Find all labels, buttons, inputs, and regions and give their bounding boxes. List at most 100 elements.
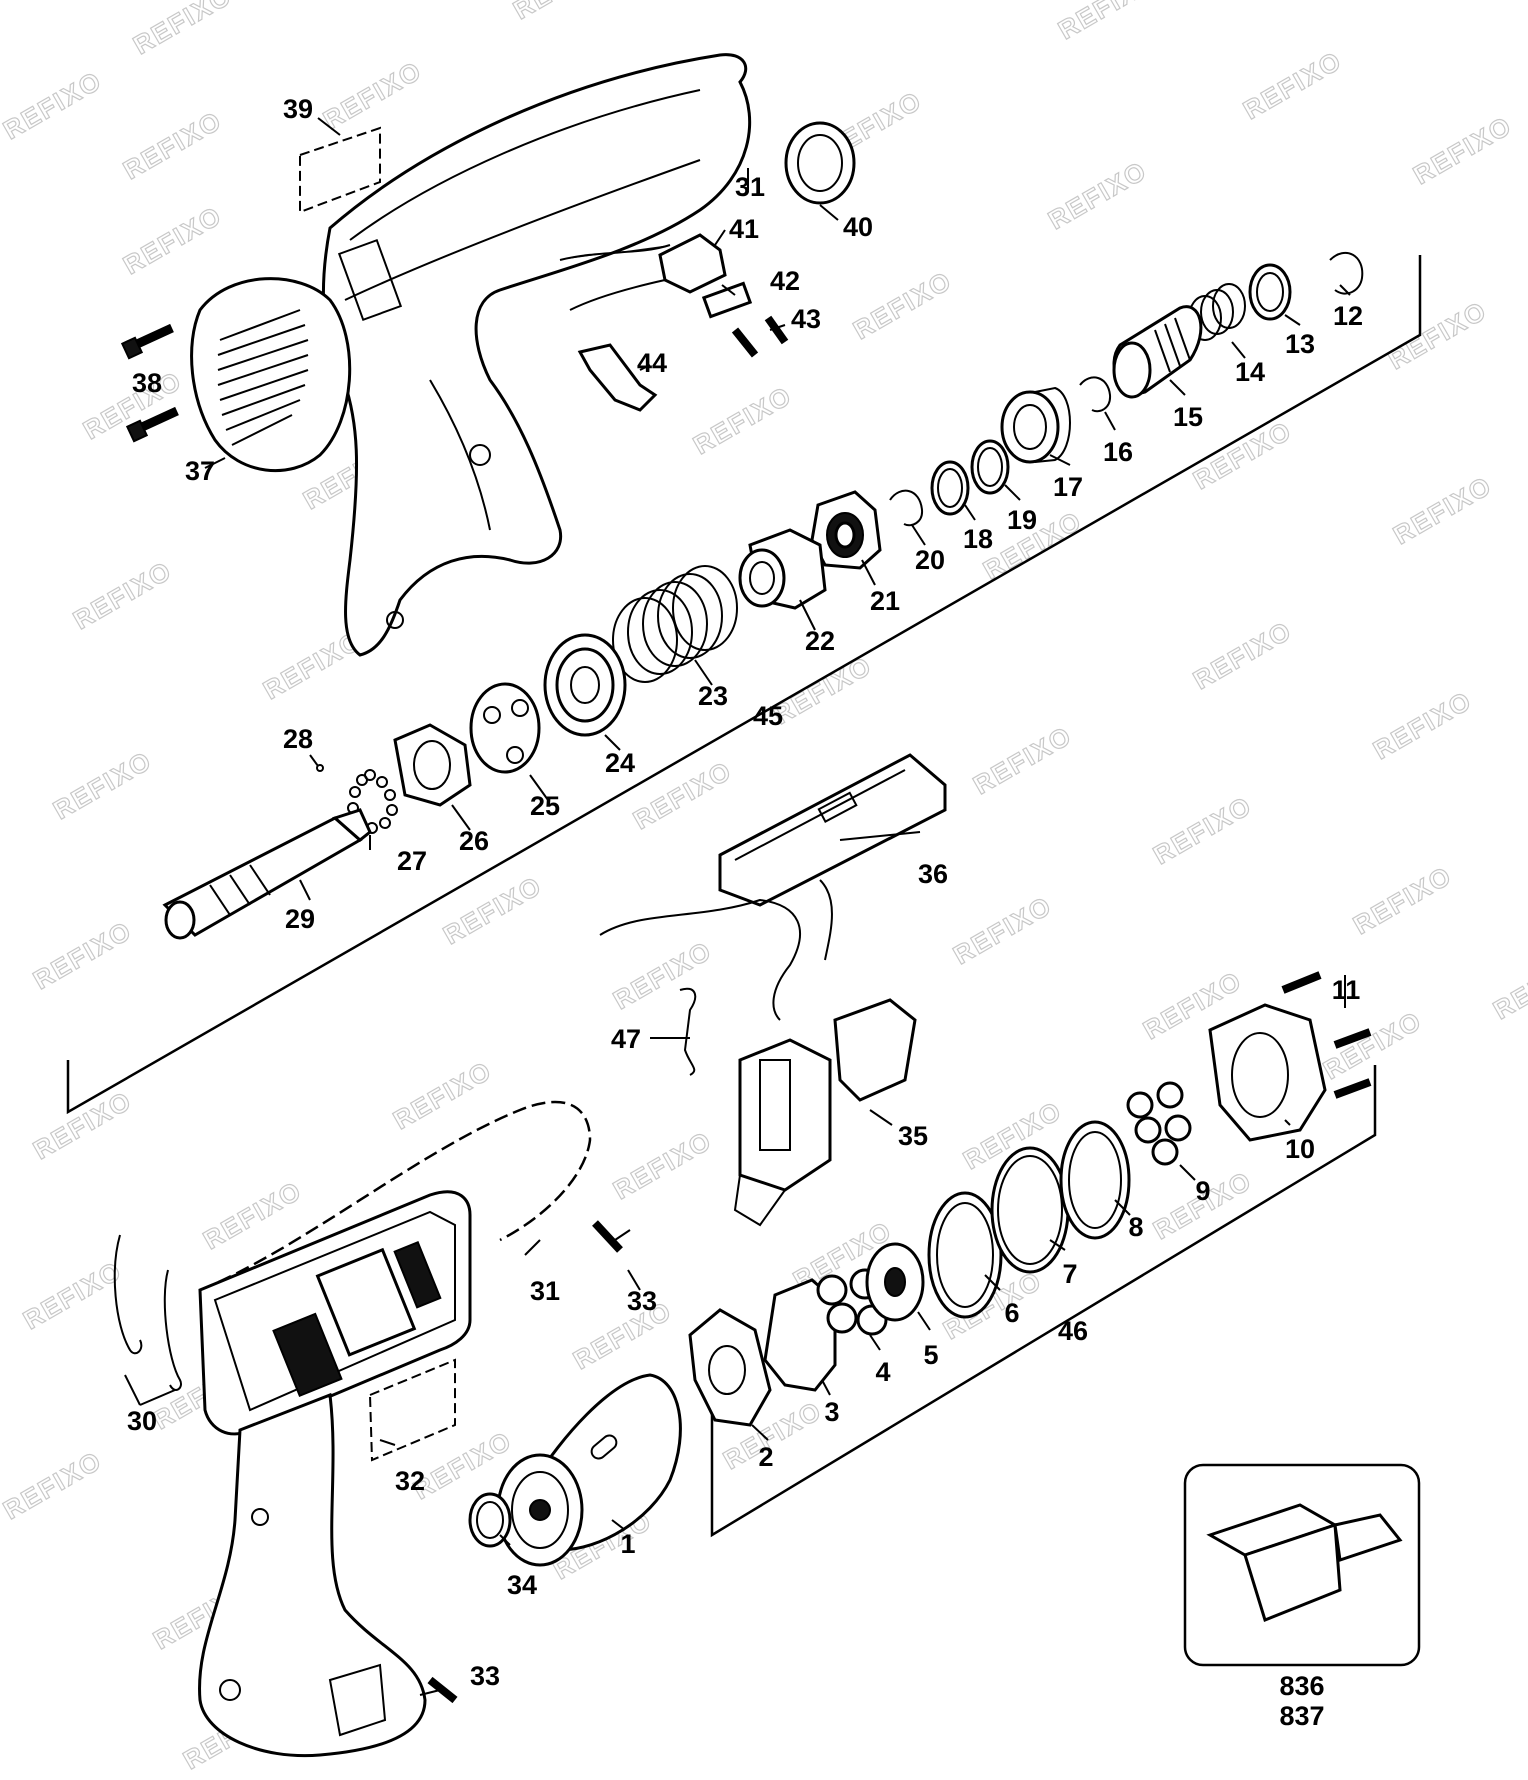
watermark-text: REFIXO xyxy=(948,890,1057,970)
part-label-33: 33 xyxy=(627,1286,657,1316)
watermark-text: REFIXO xyxy=(608,1125,717,1205)
watermark-text: REFIXO xyxy=(1188,415,1297,495)
ring-19 xyxy=(970,439,1010,495)
part-label-15: 15 xyxy=(1173,402,1203,432)
watermark-text: REFIXO xyxy=(628,755,737,835)
ring-40 xyxy=(784,121,856,205)
part-label-38: 38 xyxy=(132,368,162,398)
label-sheet-39 xyxy=(299,126,381,214)
watermark-text: REFIXO xyxy=(1348,860,1457,940)
ring-18 xyxy=(930,460,970,516)
watermark-text: REFIXO xyxy=(18,1255,127,1335)
part-22 xyxy=(738,528,827,610)
part-17 xyxy=(1000,386,1071,464)
clips-30 xyxy=(113,1234,182,1391)
ball-28 xyxy=(316,764,324,772)
part-label-33-b: 33 xyxy=(470,1661,500,1691)
gear-housing-10 xyxy=(1208,1003,1327,1142)
part-label-7: 7 xyxy=(1062,1259,1077,1289)
part-label-17: 17 xyxy=(1053,472,1083,502)
part-36 xyxy=(718,753,947,907)
part-label-43: 43 xyxy=(791,304,821,334)
part-label-31-b: 31 xyxy=(530,1276,560,1306)
part-label-25: 25 xyxy=(530,791,560,821)
part-16 xyxy=(1079,376,1112,413)
watermark-text: REFIXO xyxy=(1368,685,1477,765)
part-label-45: 45 xyxy=(753,701,783,731)
motor-1 xyxy=(496,1373,682,1567)
watermark-text: REFIXO xyxy=(438,870,547,950)
part-label-26: 26 xyxy=(459,826,489,856)
oring-34 xyxy=(468,1492,512,1548)
watermark-text: REFIXO xyxy=(118,200,227,280)
part-label-24: 24 xyxy=(605,748,635,778)
part-26 xyxy=(393,723,472,807)
part-20 xyxy=(889,489,924,527)
part-label-13: 13 xyxy=(1285,329,1315,359)
ring-gear-6 xyxy=(927,1191,1003,1319)
part-label-31: 31 xyxy=(735,172,765,202)
watermark-text: REFIXO xyxy=(1043,155,1152,235)
part-label-12: 12 xyxy=(1333,301,1363,331)
watermark-text: REFIXO xyxy=(768,650,877,730)
watermark-text: REFIXO xyxy=(0,65,107,145)
part-label-30: 30 xyxy=(127,1406,157,1436)
watermark-text: REFIXO xyxy=(48,745,157,825)
part-label-39: 39 xyxy=(283,94,313,124)
screw-33-a xyxy=(592,1220,623,1253)
part-13 xyxy=(1248,263,1292,321)
model-number-837: 837 xyxy=(1279,1701,1324,1731)
watermark-text: REFIXO xyxy=(1238,45,1347,125)
part-label-23: 23 xyxy=(698,681,728,711)
ring-7 xyxy=(990,1146,1070,1274)
watermark-text: REFIXO xyxy=(568,1295,677,1375)
part-label-5: 5 xyxy=(923,1340,938,1370)
watermark-text: REFIXO xyxy=(1318,1005,1427,1085)
part-label-40: 40 xyxy=(843,212,873,242)
part-label-10: 10 xyxy=(1285,1134,1315,1164)
part-5 xyxy=(865,1242,925,1322)
part-labels: 1234567891011121314151617181920212223242… xyxy=(127,94,1363,1691)
clip-47 xyxy=(679,987,697,1076)
watermark-text: REFIXO xyxy=(688,380,797,460)
part-12 xyxy=(1329,251,1364,295)
part-label-42: 42 xyxy=(770,266,800,296)
watermark-text: REFIXO xyxy=(318,55,427,135)
screws-43 xyxy=(731,315,789,358)
watermark-text: REFIXO xyxy=(0,1445,107,1525)
screws-11 xyxy=(1281,971,1372,1099)
watermark-text: REFIXO xyxy=(1383,295,1492,375)
watermark-text: REFIXO xyxy=(28,1085,137,1165)
part-label-44: 44 xyxy=(637,348,667,378)
screws-38 xyxy=(120,323,179,443)
part-2 xyxy=(688,1308,772,1427)
housing-half-bottom xyxy=(198,1100,592,1758)
part-label-2: 2 xyxy=(758,1442,773,1472)
watermark-text: REFIXO xyxy=(118,105,227,185)
end-cap-37 xyxy=(190,277,352,473)
sleeve-15 xyxy=(1112,305,1203,399)
label-32 xyxy=(368,1358,456,1462)
wire-harness xyxy=(599,879,833,1021)
part-25 xyxy=(469,682,541,774)
screw-33-b xyxy=(427,1676,458,1704)
bracket-46 xyxy=(710,1065,1377,1538)
housing-half-top xyxy=(321,53,752,657)
part-label-35: 35 xyxy=(898,1121,928,1151)
part-label-46: 46 xyxy=(1058,1316,1088,1346)
part-label-16: 16 xyxy=(1103,437,1133,467)
switch-41 xyxy=(569,233,727,311)
part-24 xyxy=(543,633,627,737)
ring-gear-8 xyxy=(1059,1120,1131,1240)
watermark-text: REFIXO xyxy=(508,0,617,25)
watermark-text: REFIXO xyxy=(388,1055,497,1135)
watermark-text: REFIXO xyxy=(1388,470,1497,550)
part-label-32: 32 xyxy=(395,1466,425,1496)
part-label-6: 6 xyxy=(1004,1298,1019,1328)
part-label-34: 34 xyxy=(507,1570,537,1600)
watermark-text: REFIXO xyxy=(68,555,177,635)
leader-lines xyxy=(124,117,1351,1696)
part-label-8: 8 xyxy=(1128,1212,1143,1242)
watermark-text: REFIXO xyxy=(1488,945,1528,1025)
